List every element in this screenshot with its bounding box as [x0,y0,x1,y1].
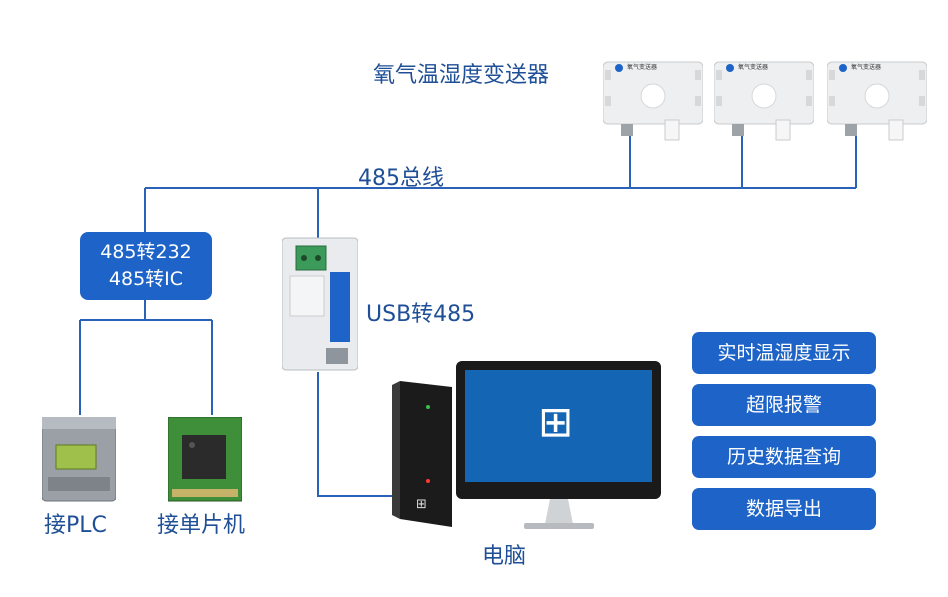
oxygen-sensor-2: 氧气变送器 [713,48,815,147]
usb-485-converter [281,232,359,378]
plc-label: 接PLC [44,513,107,538]
converter-line-2: 485转IC [108,268,184,290]
converter-box-branch [79,300,213,415]
sensor-brand-text: 氧气变送器 [851,64,882,71]
plc-device [41,415,117,509]
bus-label: 485总线 [358,166,444,191]
feature-over-limit-alarm: 超限报警 [692,384,876,426]
computer-label: 电脑 [482,544,527,569]
sensor-brand-text: 氧气变送器 [738,64,769,71]
windows-logo-icon: ⊞ [538,397,574,446]
usb-converter-label: USB转485 [366,302,476,327]
protocol-converter-box: 485转232 485转IC [80,232,212,300]
feature-data-export: 数据导出 [692,488,876,530]
feature-realtime-display: 实时温湿度显示 [692,332,876,374]
mcu-board [167,416,243,507]
sensor-title: 氧气温湿度变送器 [373,63,550,88]
computer-tower: ⊞ [392,381,452,531]
converter-line-1: 485转232 [100,241,192,263]
feature-history-query: 历史数据查询 [692,436,876,478]
usb-to-computer [317,372,395,497]
sensor-brand-text: 氧气变送器 [627,64,658,71]
mcu-label: 接单片机 [157,513,246,538]
computer-monitor: ⊞ [456,361,661,537]
oxygen-sensor-3: 氧气变送器 [826,48,928,147]
oxygen-sensor-1: 氧气变送器 [602,48,704,147]
windows-logo-icon: ⊞ [416,497,427,512]
